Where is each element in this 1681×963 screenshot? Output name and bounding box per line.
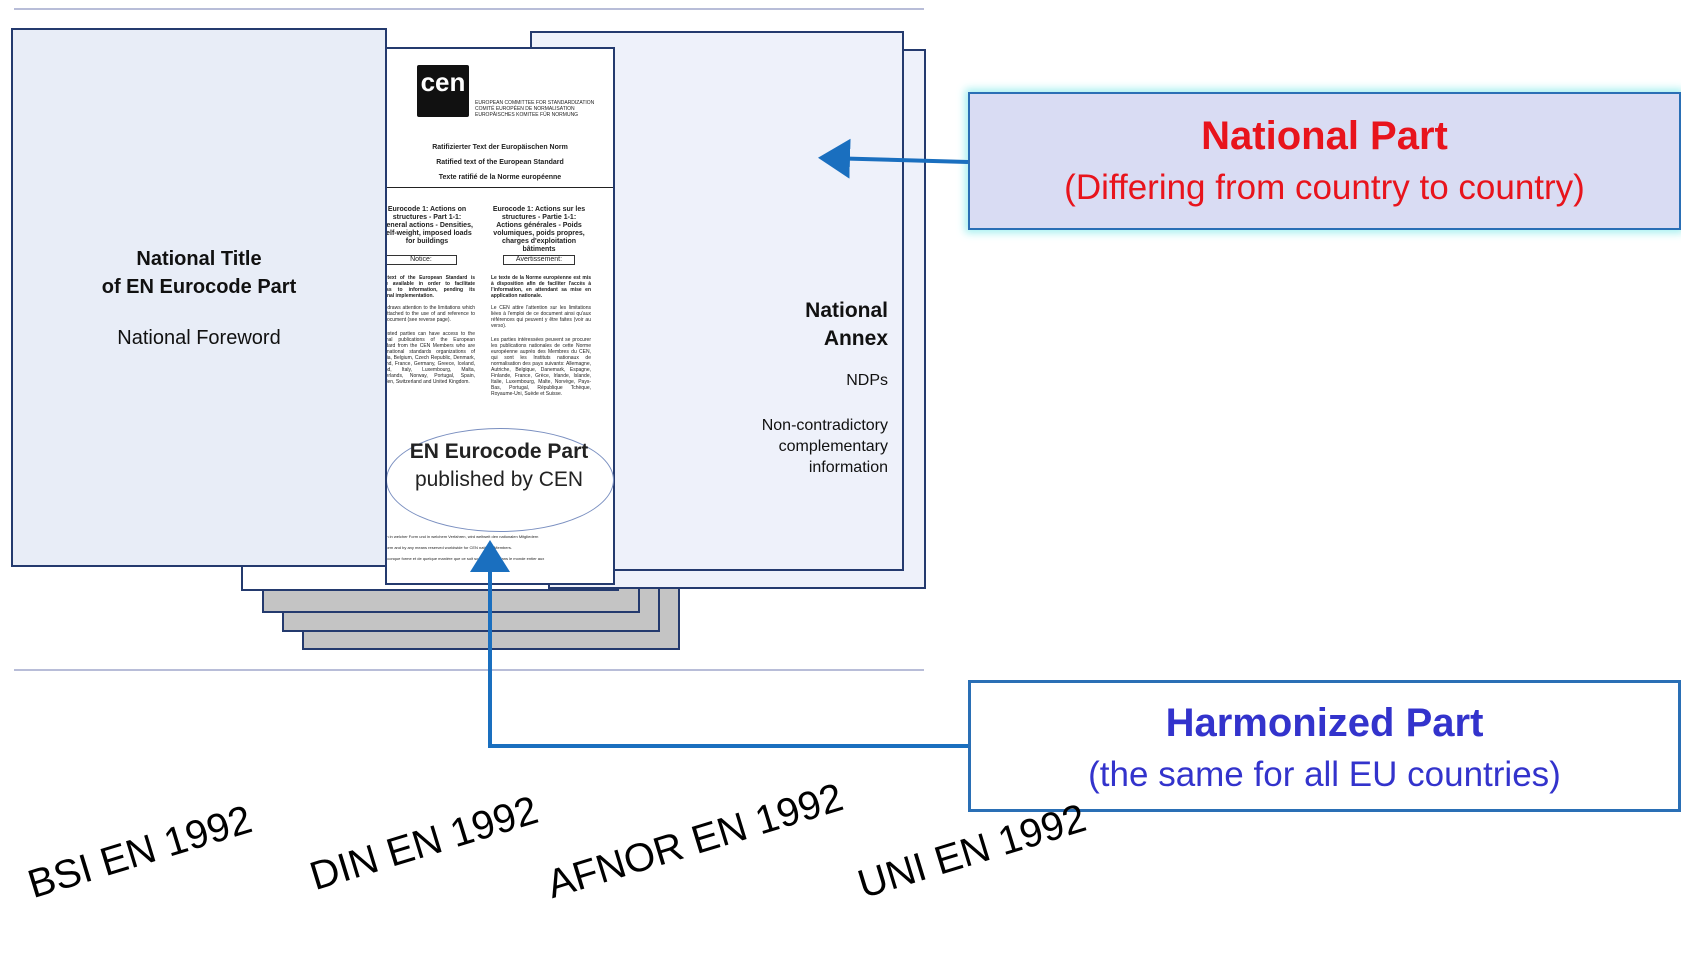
cen-footer2: ...orm and by any means reserved worldwi… [385, 545, 512, 550]
en-eurocode-oval [386, 428, 614, 532]
harmonized-part-title: Harmonized Part [1165, 701, 1484, 745]
national-part-subtitle: (Differing from country to country) [1064, 168, 1585, 207]
harmonized-part-subtitle: (the same for all EU countries) [1088, 755, 1561, 794]
cen-org-line2: COMITÉ EUROPÉEN DE NORMALISATION [475, 106, 575, 112]
national-title-line1: National Title [136, 248, 262, 270]
avertissement-label: Avertissement: [503, 255, 575, 265]
col2-para2: Le CEN attire l'attention sur les limita… [491, 305, 591, 329]
col2-para3: Les parties intéressées peuvent se procu… [491, 337, 591, 397]
harmonized-part-box: Harmonized Part (the same for all EU cou… [968, 680, 1681, 812]
cen-footer3: ...lconque forme et de quelque manière q… [385, 556, 545, 561]
national-title-page: National Title of EN Eurocode Part Natio… [11, 28, 387, 567]
ratified-en: Ratified text of the European Standard [436, 159, 564, 166]
col2-title: Eurocode 1: Actions sur les structures -… [492, 206, 586, 253]
ratified-fr: Texte ratifié de la Norme européenne [438, 174, 562, 181]
top-divider [14, 8, 924, 10]
national-foreword: National Foreword [117, 327, 281, 349]
col1-para3: Interested parties can have access to th… [385, 331, 475, 385]
national-part-box: National Part (Differing from country to… [968, 92, 1681, 230]
bottom-divider [14, 669, 924, 671]
col2-para1: Le texte de la Norme européenne est mis … [491, 275, 591, 299]
cen-org-line1: EUROPEAN COMMITTEE FOR STANDARDIZATION [475, 100, 595, 106]
oval-line1: EN Eurocode Part [409, 440, 589, 463]
cen-logo: cen [417, 65, 469, 117]
ratified-de: Ratifizierter Text der Europäischen Norm [432, 144, 568, 151]
annex-title-line1: National [805, 299, 888, 322]
cen-org-line3: EUROPÄISCHES KOMITEE FÜR NORMUNG [475, 112, 579, 118]
national-part-arrow [818, 138, 969, 179]
oval-line2: published by CEN [414, 468, 584, 491]
col1-para2: CEN draws attention to the limitations w… [385, 305, 475, 323]
annex-title-line2: Annex [823, 327, 888, 350]
cen-logo-text: cen [420, 67, 466, 97]
harmonized-part-arrow [470, 540, 968, 748]
national-part-title: National Part [1201, 114, 1448, 158]
col1-para1: The text of the European Standard is mad… [386, 275, 475, 299]
col1-title: Eurocode 1: Actions on structures - Part… [385, 206, 473, 245]
annex-info-line1: Non-contradictory [761, 417, 888, 434]
notice-label: Notice: [387, 255, 457, 265]
annex-ndps: NDPs [846, 372, 888, 389]
cen-footer1: ...n in welcher Form und in welchem Verf… [385, 534, 539, 539]
annex-info-line2: complementary [778, 438, 888, 455]
national-title-line2: of EN Eurocode Part [101, 276, 297, 298]
ratified-rule [387, 187, 613, 188]
annex-info-line3: information [808, 459, 888, 476]
